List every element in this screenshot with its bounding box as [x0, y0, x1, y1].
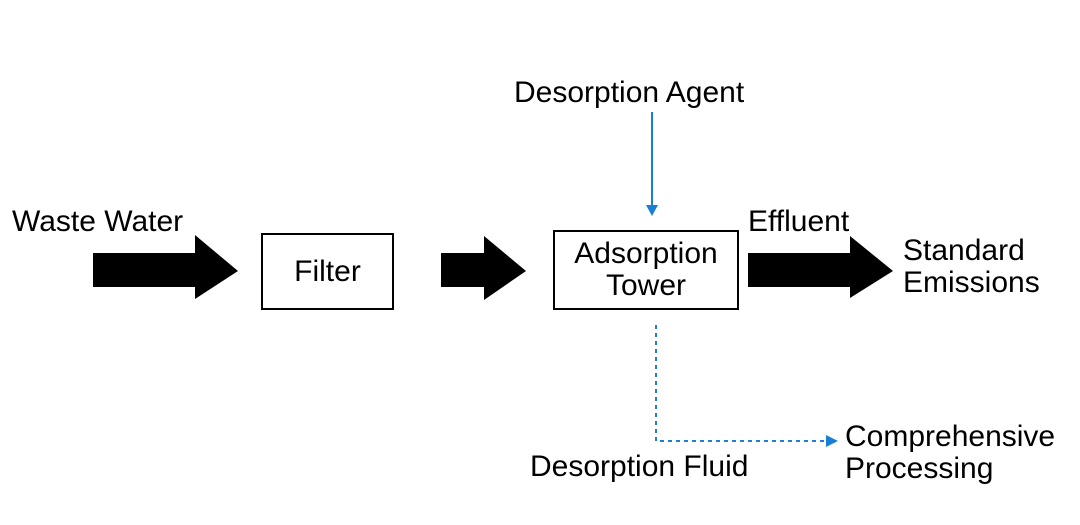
effluent-label: Effluent: [748, 205, 850, 238]
flow-arrow-to-adsorption-tower: [441, 236, 526, 300]
flow-arrow-effluent: [748, 236, 893, 298]
desorption-fluid-line: [655, 325, 826, 442]
comprehensive-processing-label: Comprehensive Processing: [845, 421, 1055, 485]
standard-emissions-label: Standard Emissions: [903, 235, 1040, 299]
desorption-agent-label: Desorption Agent: [514, 76, 745, 109]
standard-emissions-line2: Emissions: [903, 266, 1040, 299]
flow-arrow-to-filter: [93, 235, 238, 299]
comprehensive-processing-line1: Comprehensive: [845, 420, 1056, 453]
desorption-agent-arrow-head: [646, 205, 658, 216]
adsorption-tower-label-line1: Adsorption: [574, 237, 718, 270]
desorption-fluid-label: Desorption Fluid: [530, 450, 749, 483]
adsorption-tower-box: Adsorption Tower: [553, 230, 739, 310]
comprehensive-processing-line2: Processing: [845, 452, 994, 485]
waste-water-label: Waste Water: [12, 205, 184, 238]
desorption-fluid-arrow-head: [826, 435, 838, 447]
standard-emissions-line1: Standard: [903, 234, 1025, 267]
adsorption-tower-label-line2: Tower: [605, 269, 687, 302]
filter-label: Filter: [294, 254, 361, 288]
filter-box: Filter: [261, 233, 394, 310]
